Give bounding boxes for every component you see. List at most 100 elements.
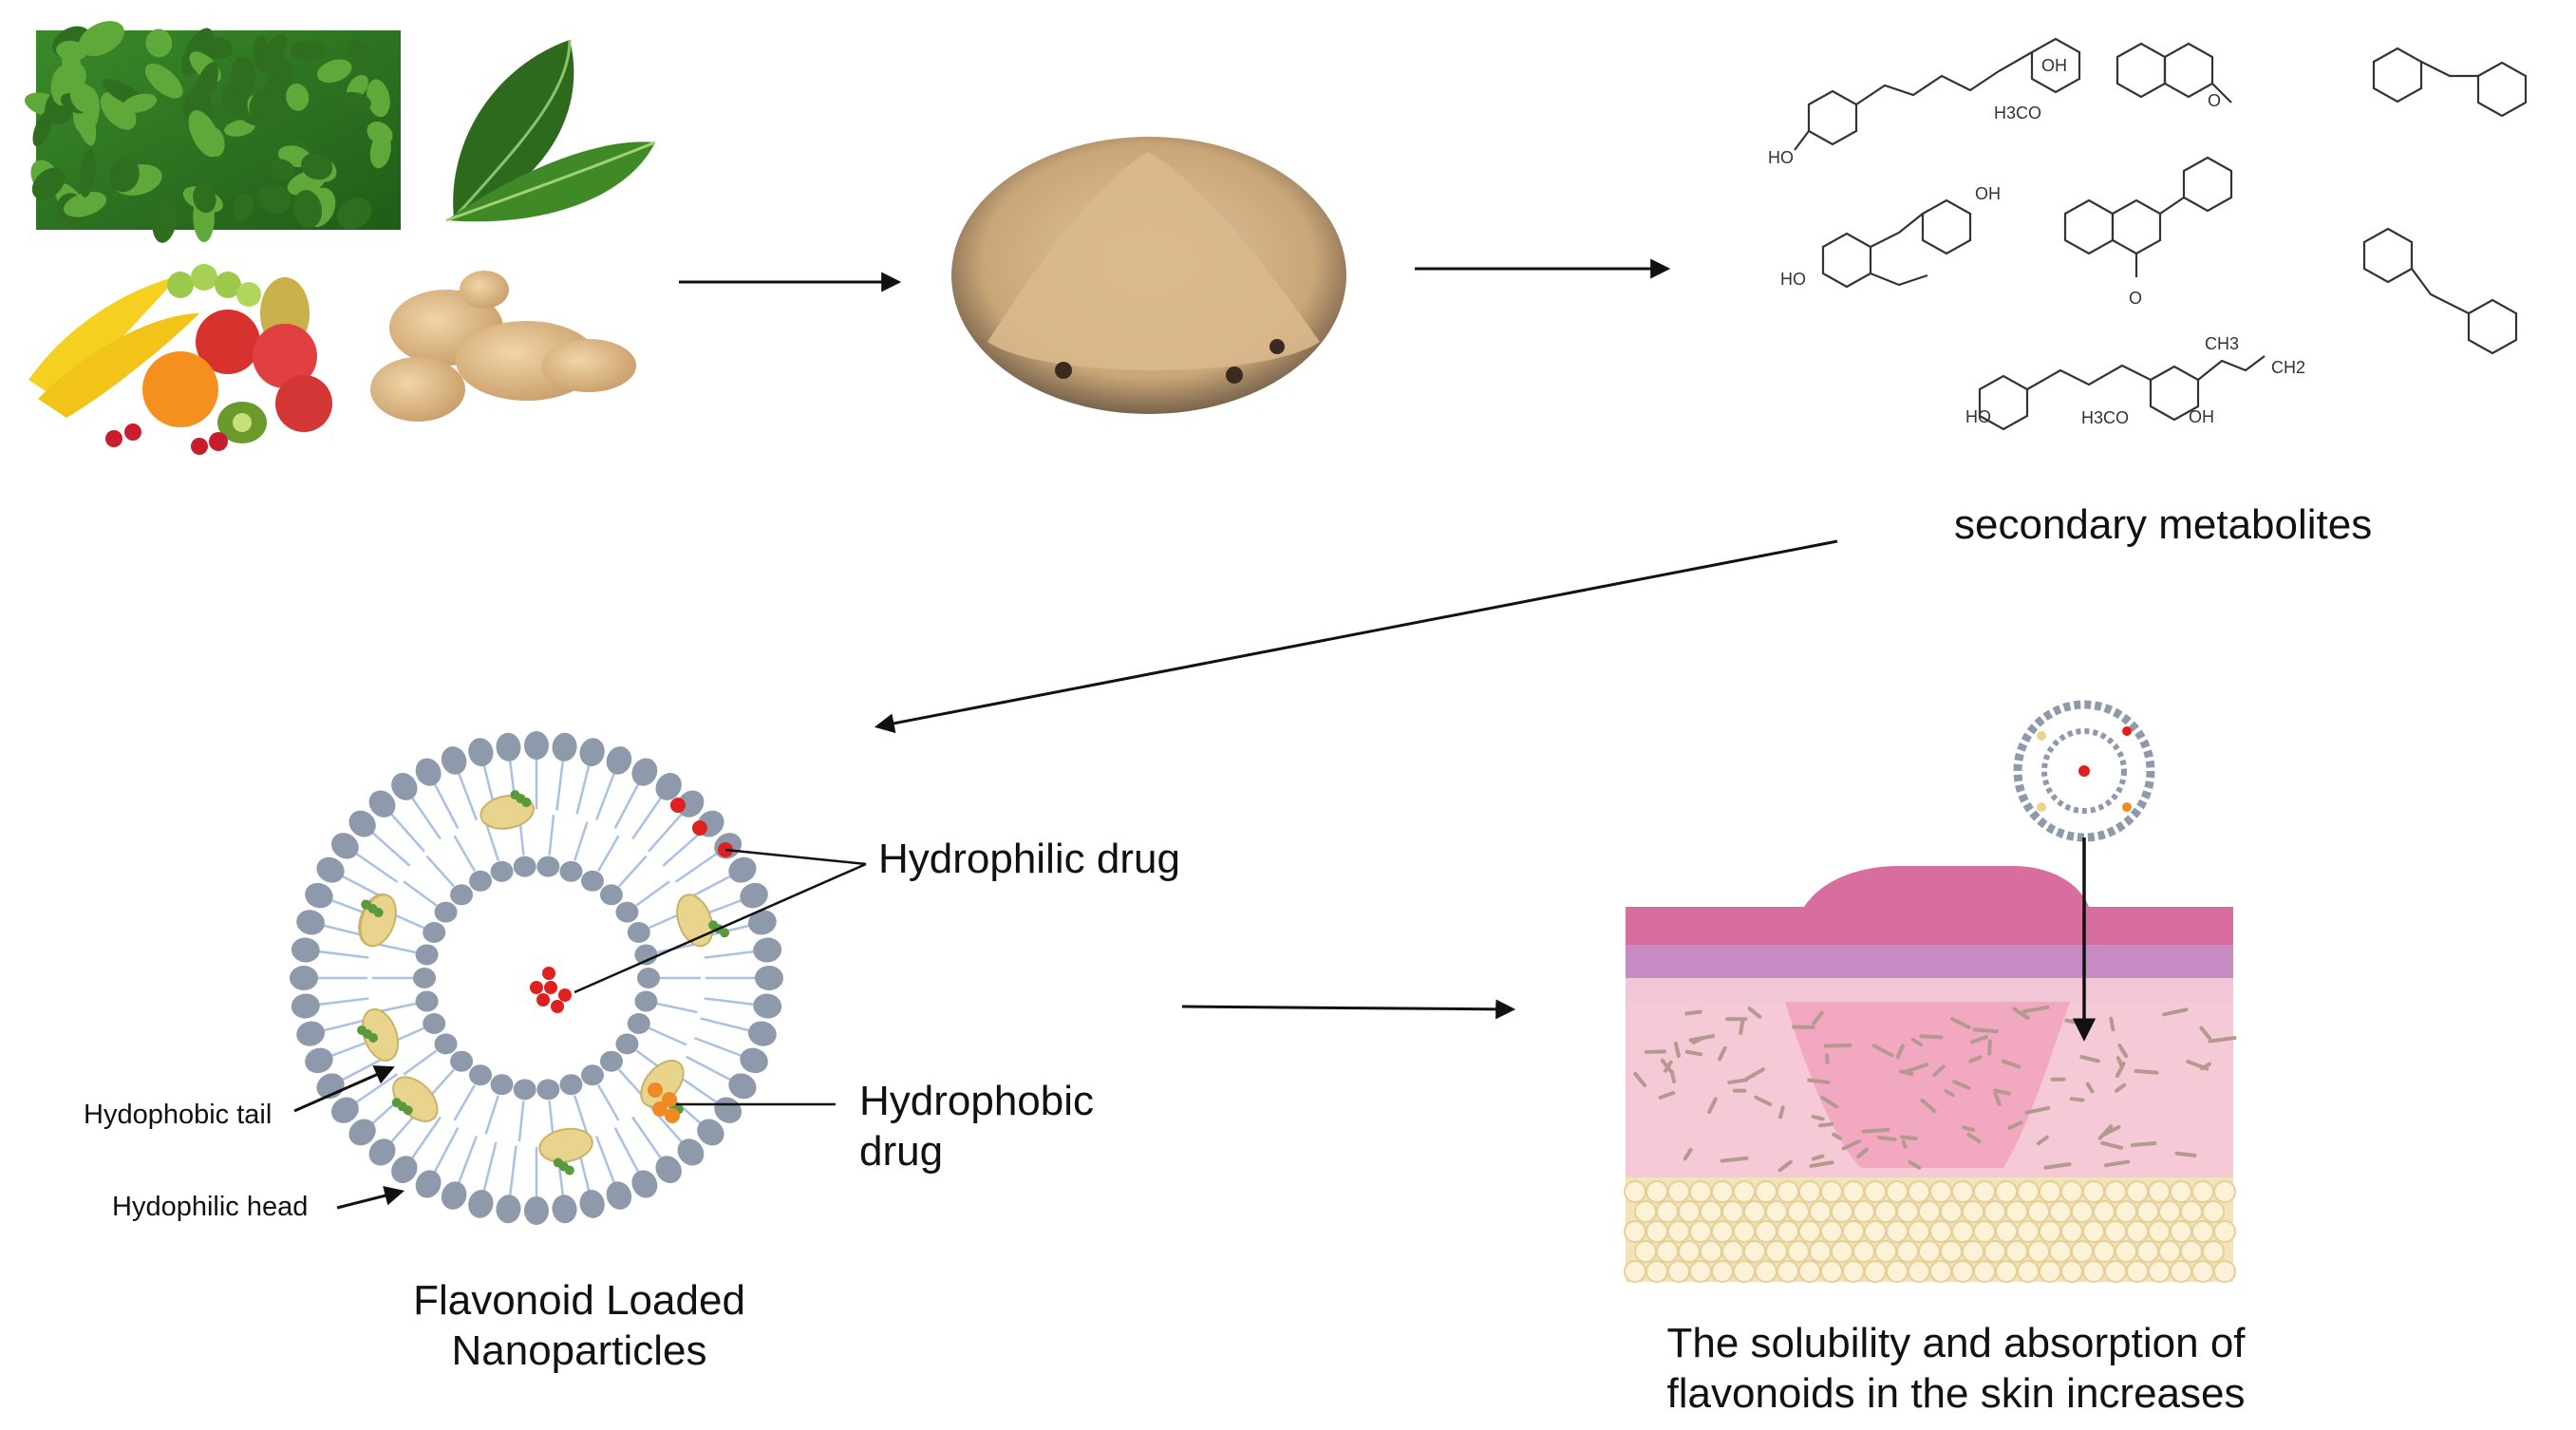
lipid-tail xyxy=(657,1004,697,1012)
fat-cell xyxy=(2050,1241,2071,1262)
lipid-tail xyxy=(596,771,615,819)
dermis-fiber xyxy=(2072,1099,2083,1100)
lipid-tail xyxy=(455,1085,476,1120)
fruits-image xyxy=(28,264,332,455)
fat-cell xyxy=(1919,1241,1940,1262)
fat-cell xyxy=(1668,1181,1689,1202)
lipid-head xyxy=(745,907,779,937)
lipid-head xyxy=(602,1177,635,1213)
lipid-head xyxy=(293,907,327,937)
fat-cell xyxy=(1853,1201,1874,1222)
arrow-metabolites-to-nanoparticle xyxy=(878,541,1837,726)
chem-label-oh-2: OH xyxy=(1975,184,2001,203)
fat-cell xyxy=(2061,1261,2082,1282)
dermis-fiber xyxy=(1989,1041,1990,1053)
ginger-image xyxy=(370,271,636,422)
fat-cell xyxy=(2214,1181,2235,1202)
fat-cell xyxy=(1657,1241,1678,1262)
lipid-head xyxy=(469,1064,492,1085)
lipid-head xyxy=(745,1018,779,1048)
lipid-tail xyxy=(426,856,454,886)
fat-cell xyxy=(1974,1181,1995,1202)
arrow-hydrophilic-head xyxy=(337,1192,401,1208)
lipid-head xyxy=(615,1033,638,1054)
lipid-head xyxy=(450,1051,473,1072)
fat-cell xyxy=(2006,1201,2027,1222)
fat-cell xyxy=(1625,1261,1645,1282)
lipid-head xyxy=(301,1044,336,1077)
fat-cell xyxy=(1635,1201,1656,1222)
mint-leaf xyxy=(291,41,328,61)
fat-cell xyxy=(1996,1221,2017,1242)
fat-cell xyxy=(1941,1201,1962,1222)
lipid-tail xyxy=(371,831,410,865)
chem-label-oh-3: OH xyxy=(2189,407,2214,426)
dermis-fiber xyxy=(1879,1138,1894,1139)
lipid-head xyxy=(416,944,439,965)
chemical-labels: OH HO H3CO O OH HO O HO H3CO OH CH3 CH2 xyxy=(1768,56,2305,427)
dermis-fiber xyxy=(1729,1080,1746,1082)
lipid-tail xyxy=(596,1136,615,1184)
fat-cell xyxy=(1952,1221,1973,1242)
powder-image xyxy=(951,137,1346,414)
lipid-head xyxy=(581,871,604,892)
fat-cell xyxy=(2028,1201,2049,1222)
fat-cell xyxy=(1734,1221,1755,1242)
lipid-tail xyxy=(598,1085,619,1120)
dermis-fiber xyxy=(2133,1143,2155,1145)
fat-cell xyxy=(2171,1181,2191,1202)
lipid-head xyxy=(752,936,783,964)
fat-cell xyxy=(2127,1181,2148,1202)
fat-cell xyxy=(1887,1221,1908,1242)
fat-cell xyxy=(1777,1221,1798,1242)
fat-cell xyxy=(1941,1241,1962,1262)
dermis-fiber xyxy=(1975,1029,1997,1031)
fat-cell xyxy=(1963,1241,1984,1262)
fat-cell xyxy=(2105,1221,2126,1242)
nanoparticle-liposome xyxy=(290,731,783,1225)
fat-cell xyxy=(2137,1241,2158,1262)
lipid-tail xyxy=(317,998,369,1005)
fat-cell xyxy=(1668,1221,1689,1242)
lipid-head xyxy=(524,1196,549,1225)
flavonoid-anchor xyxy=(374,908,384,917)
lipid-tail xyxy=(663,831,702,865)
fat-cell xyxy=(1832,1241,1852,1262)
hydrophilic-drug-core xyxy=(530,967,572,1013)
fat-cell xyxy=(2159,1201,2180,1222)
flavonoid-anchor xyxy=(720,928,729,937)
lipid-tail xyxy=(389,813,423,852)
fat-cell xyxy=(2061,1181,2082,1202)
lipid-head xyxy=(435,902,458,923)
lipid-tail xyxy=(675,853,718,882)
label-skin-1: The solubility and absorption of xyxy=(1605,1320,2307,1367)
fat-cell xyxy=(1799,1181,1820,1202)
structure-curcumin xyxy=(1795,39,2079,150)
label-skin-2: flavonoids in the skin increases xyxy=(1605,1370,2307,1418)
lipid-tail xyxy=(598,836,619,871)
lipid-head xyxy=(495,1194,522,1225)
fat-cell xyxy=(2127,1261,2148,1282)
dermis-fiber xyxy=(1820,1124,1833,1126)
fat-cell xyxy=(1865,1261,1886,1282)
lipid-head xyxy=(581,1064,604,1085)
dermis-fiber xyxy=(1722,1158,1747,1161)
fat-cell xyxy=(1679,1201,1700,1222)
fat-cell xyxy=(1646,1261,1667,1282)
fat-cell xyxy=(1996,1181,2017,1202)
fat-cell xyxy=(2115,1241,2136,1262)
structure-resveratrol xyxy=(2374,48,2526,116)
flavonoid-anchor xyxy=(565,1165,574,1175)
fat-cell xyxy=(2040,1261,2060,1282)
fat-cell xyxy=(1712,1181,1733,1202)
lipid-head xyxy=(559,1074,582,1095)
fat-cell xyxy=(2203,1241,2224,1262)
fat-cell xyxy=(2083,1261,2104,1282)
fat-cell xyxy=(1865,1181,1886,1202)
fat-cell xyxy=(2083,1181,2104,1202)
fat-cell xyxy=(2094,1201,2115,1222)
fat-cell xyxy=(1625,1181,1645,1202)
fat-cell xyxy=(2192,1261,2213,1282)
fat-cell xyxy=(1984,1201,2005,1222)
